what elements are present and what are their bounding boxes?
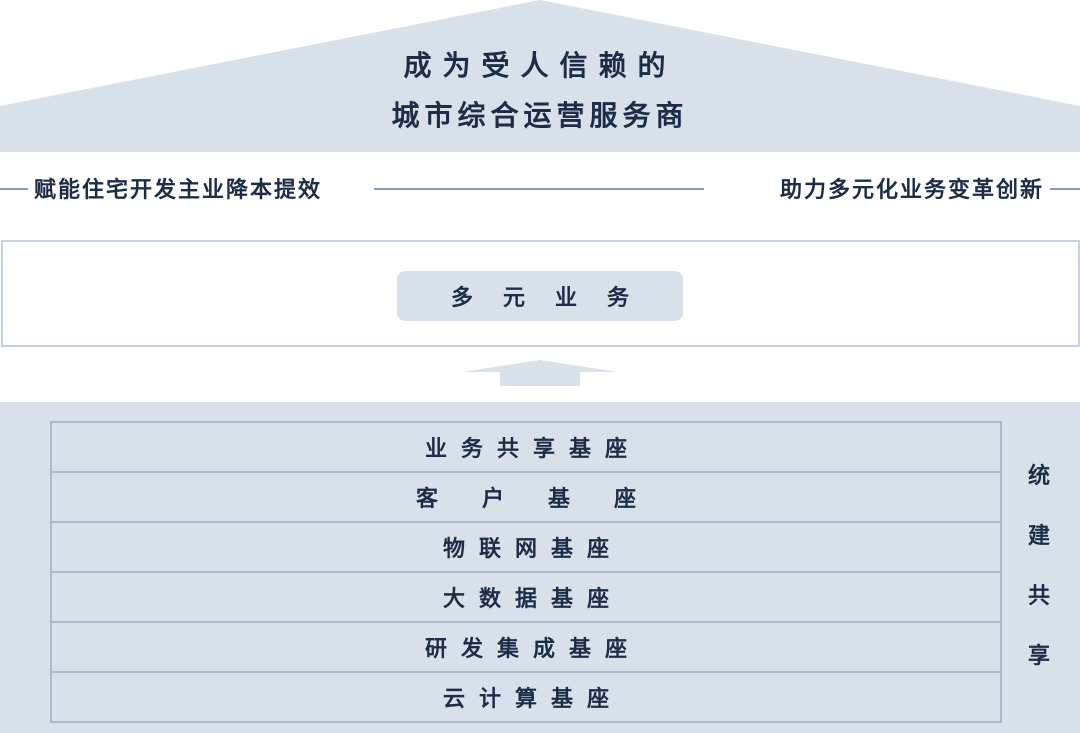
rule-left (0, 188, 28, 190)
rule-center (374, 188, 704, 190)
foundation-row: 研发集成基座 (52, 623, 1000, 673)
vision-line-1: 成为受人信赖的 (403, 49, 677, 82)
rule-right (1050, 188, 1080, 190)
roof-shape (0, 0, 1080, 152)
foundation-base (0, 402, 1080, 733)
side-label-char: 建 (1027, 524, 1050, 549)
vision-line-2: 城市综合运营服务商 (391, 99, 689, 132)
side-label: 统建共享 (1024, 462, 1054, 702)
business-label: 多元业务 (397, 271, 683, 321)
side-label-char: 共 (1027, 584, 1050, 609)
foundation-row: 物联网基座 (52, 523, 1000, 573)
foundation-row: 大数据基座 (52, 573, 1000, 623)
up-arrow-icon (462, 360, 618, 386)
foundation-stack: 业务共享基座客户基座物联网基座大数据基座研发集成基座云计算基座 (50, 421, 1002, 723)
foundation-row: 云计算基座 (52, 673, 1000, 723)
slogan-left: 赋能住宅开发主业降本提效 (34, 178, 323, 203)
foundation-row: 客户基座 (52, 473, 1000, 523)
foundation-row: 业务共享基座 (52, 423, 1000, 473)
side-label-char: 享 (1027, 644, 1050, 669)
side-label-char: 统 (1027, 464, 1050, 489)
slogan-right: 助力多元化业务变革创新 (779, 178, 1044, 203)
